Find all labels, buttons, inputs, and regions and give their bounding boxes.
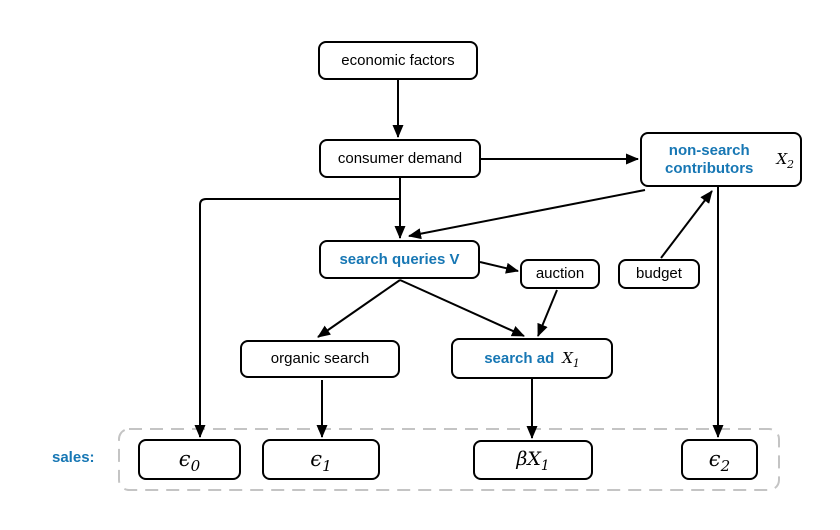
edge-auction-to-search-ad	[537, 289, 558, 337]
node-non-search-contributors-label: non-search contributors	[665, 142, 754, 177]
node-organic-search: organic search	[240, 340, 400, 378]
edge-search-queries-to-organic-search	[317, 279, 401, 338]
edge-non-search-contributors-to-search-queries	[408, 189, 646, 240]
edge-budget-to-non-search-contributors	[660, 190, 713, 259]
sales-dashed-group-box	[118, 428, 780, 491]
node-auction: auction	[520, 259, 600, 289]
node-sales-eps0: ϵ0	[138, 439, 241, 480]
edge-search-queries-to-auction	[479, 261, 519, 274]
node-budget-label: budget	[636, 265, 682, 283]
edge-consumer-demand-to-eps0	[194, 198, 400, 438]
node-sales-eps2: ϵ2	[681, 439, 758, 480]
edge-search-queries-to-search-ad	[399, 279, 525, 337]
sales-row-label: sales:	[52, 449, 95, 466]
node-sales-eps1-math: ϵ1	[310, 447, 332, 476]
node-budget: budget	[618, 259, 700, 289]
node-sales-eps1: ϵ1	[262, 439, 380, 480]
node-sales-betaX1: βX1	[473, 440, 593, 480]
node-non-search-contributors: non-search contributors X2	[640, 132, 802, 187]
node-consumer-demand-label: consumer demand	[337, 149, 463, 167]
node-non-search-contributors-math: X2	[776, 149, 794, 171]
node-economic-factors: economic factors	[318, 41, 478, 80]
node-search-ad-label: search ad	[484, 349, 555, 367]
node-search-queries: search queries V	[319, 240, 480, 279]
node-sales-eps0-math: ϵ0	[178, 447, 201, 476]
node-sales-betaX1-math: βX1	[516, 448, 550, 474]
node-auction-label: auction	[535, 265, 585, 283]
node-sales-eps2-math: ϵ2	[708, 447, 731, 476]
node-search-queries-label: search queries V	[339, 250, 460, 268]
node-organic-search-label: organic search	[270, 350, 370, 368]
node-economic-factors-label: economic factors	[341, 51, 455, 69]
node-consumer-demand: consumer demand	[319, 139, 481, 178]
node-search-ad: search ad X1	[451, 338, 613, 379]
node-search-ad-math: X1	[562, 348, 580, 370]
